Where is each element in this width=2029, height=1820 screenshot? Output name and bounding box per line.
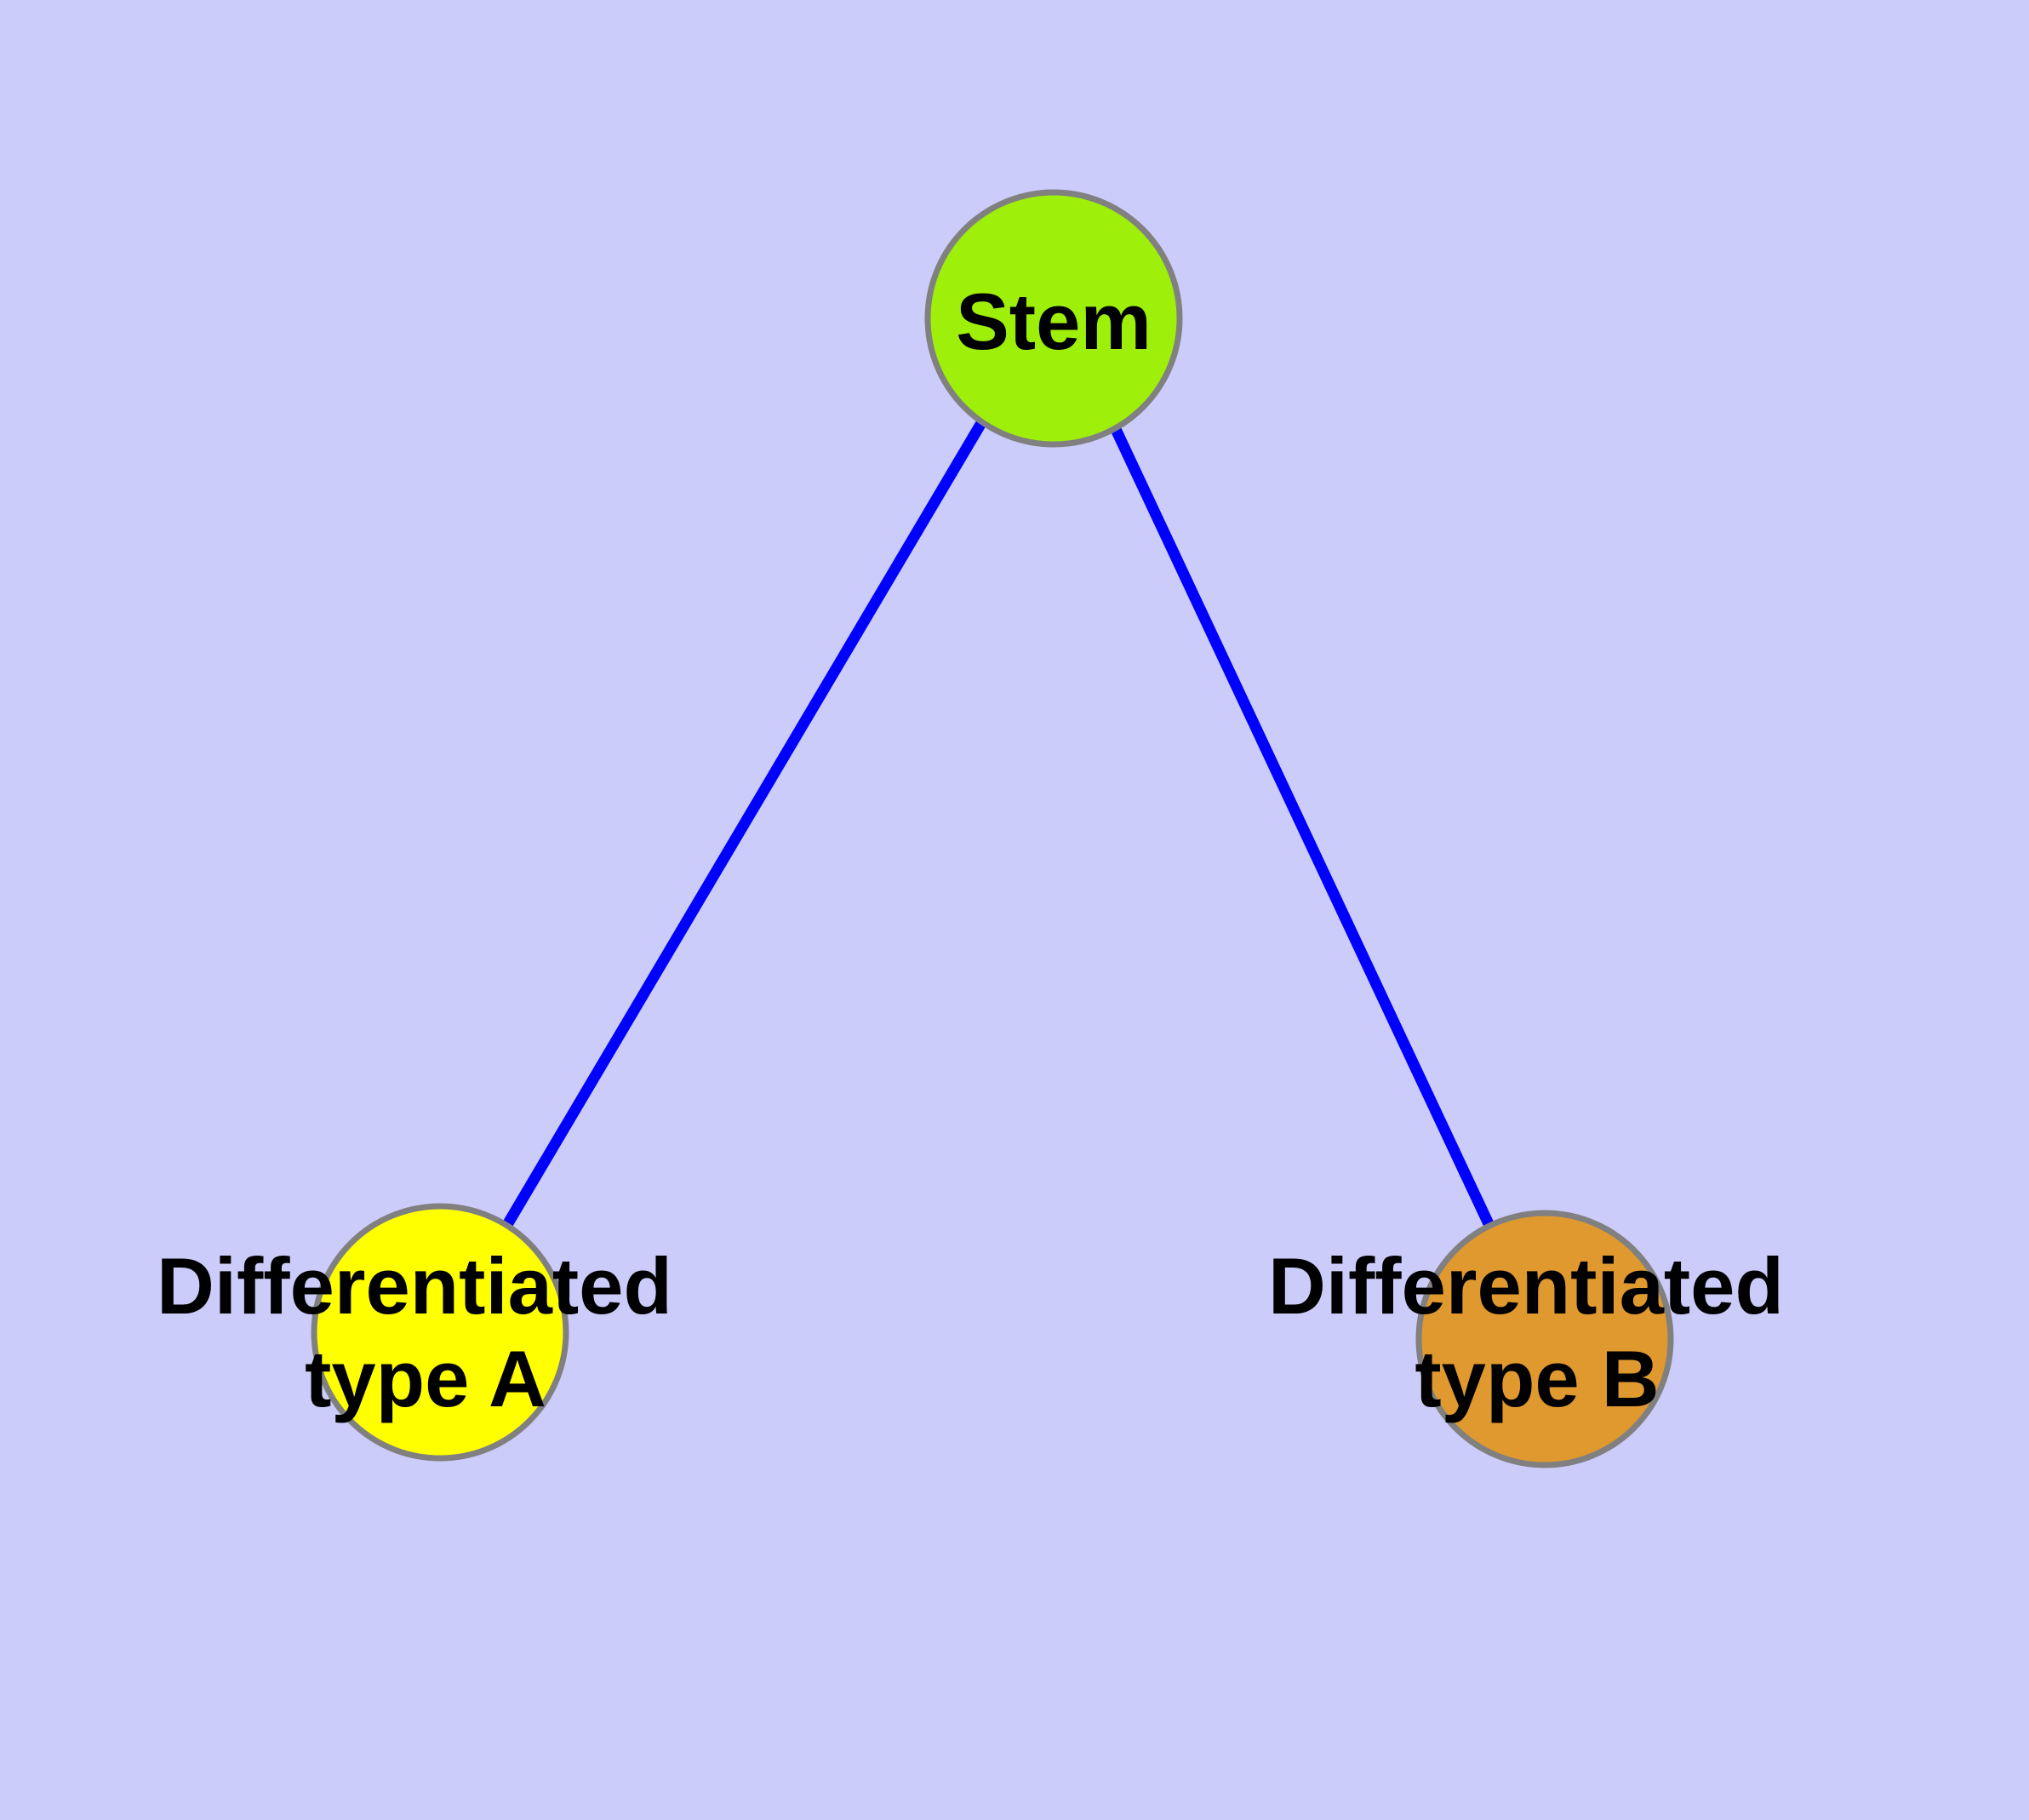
node-diff-b-label-line-0: Differentiated — [1268, 1241, 1784, 1331]
node-diff-b-label: Differentiated type B — [1268, 1241, 1806, 1423]
edge-stem-to-diff-b[interactable] — [1109, 423, 1496, 1232]
node-diff-b-label-line-1: type B — [1415, 1334, 1659, 1423]
edge-stem-to-diff-a[interactable] — [503, 420, 986, 1227]
node-stem-circle[interactable] — [924, 189, 1183, 448]
node-diff-a-label-line-1: type A — [305, 1334, 546, 1423]
node-diff-a-label: Differentiated type A — [157, 1241, 694, 1423]
node-diff-a[interactable]: Differentiated type A — [157, 1203, 694, 1462]
edge-layer — [503, 420, 1496, 1232]
node-diff-a-circle[interactable] — [311, 1203, 569, 1462]
node-stem[interactable]: Stem — [924, 189, 1183, 448]
node-diff-b-circle[interactable] — [1415, 1210, 1674, 1468]
node-diff-a-label-line-0: Differentiated — [157, 1241, 672, 1331]
node-stem-label: Stem — [956, 277, 1152, 366]
node-diff-b[interactable]: Differentiated type B — [1268, 1210, 1806, 1468]
node-layer: Stem Differentiated type A Differentiate… — [157, 189, 1806, 1468]
node-stem-label-line-0: Stem — [956, 277, 1152, 366]
